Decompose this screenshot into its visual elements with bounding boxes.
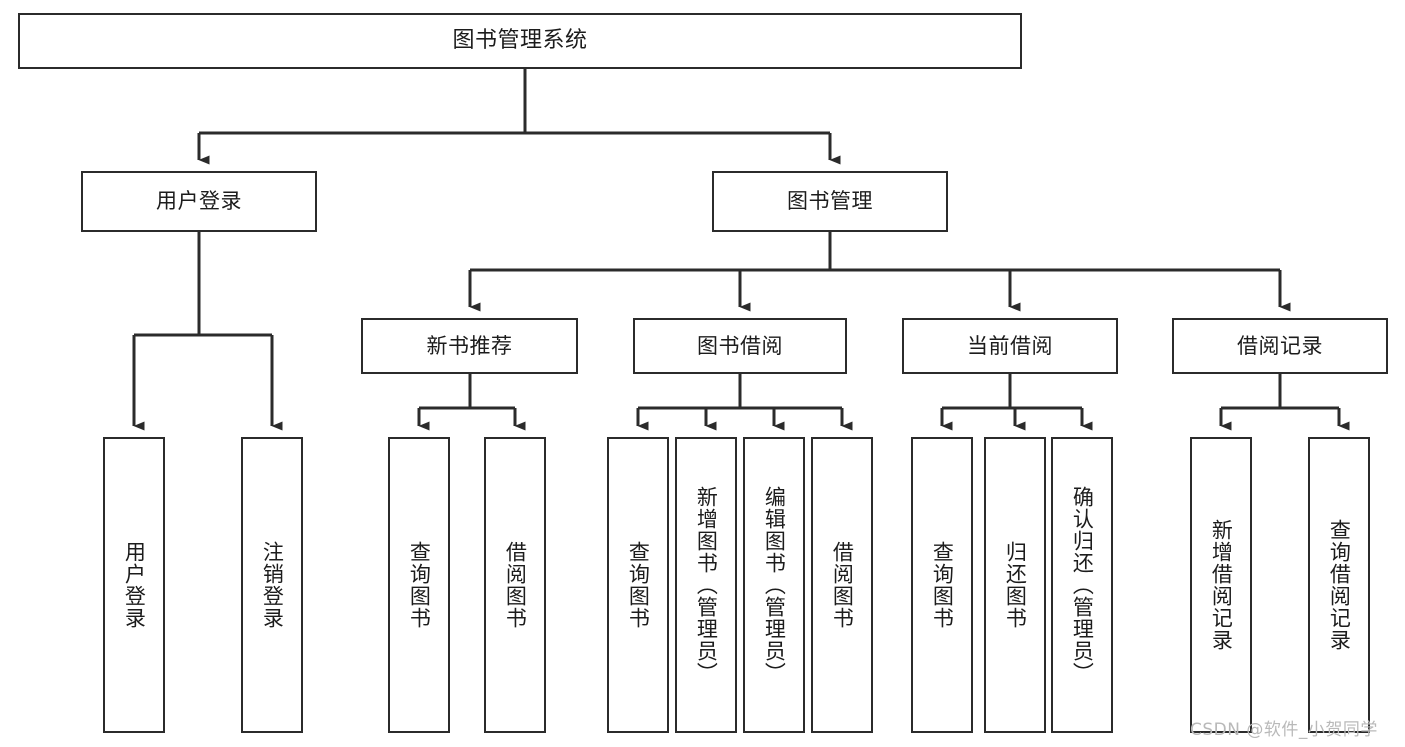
csdn-watermark: CSDN @软件_小贺同学 <box>1190 720 1378 740</box>
leaf-borrow-book[interactable]: 借阅图书 <box>811 437 873 733</box>
leaf-query-book-current-label: 查询图书 <box>930 541 955 629</box>
node-borrow-record[interactable]: 借阅记录 <box>1172 318 1388 374</box>
node-current-borrow-label: 当前借阅 <box>967 333 1053 358</box>
leaf-add-book-admin-label: 新增图书（管理员） <box>694 486 719 684</box>
node-borrow-record-label: 借阅记录 <box>1237 333 1323 358</box>
leaf-return-book-label: 归还图书 <box>1003 541 1028 629</box>
node-user-login-label: 用户登录 <box>156 189 242 214</box>
leaf-return-book[interactable]: 归还图书 <box>984 437 1046 733</box>
leaf-query-borrow-record-label: 查询借阅记录 <box>1327 519 1352 651</box>
leaf-confirm-return-admin[interactable]: 确认归还（管理员） <box>1051 437 1113 733</box>
leaf-add-book-admin[interactable]: 新增图书（管理员） <box>675 437 737 733</box>
leaf-user-logout-label: 注销登录 <box>260 541 285 629</box>
leaf-confirm-return-admin-label: 确认归还（管理员） <box>1070 486 1095 684</box>
leaf-query-book-borrow[interactable]: 查询图书 <box>607 437 669 733</box>
leaf-query-book-current[interactable]: 查询图书 <box>911 437 973 733</box>
leaf-user-login-label: 用户登录 <box>122 541 147 629</box>
node-new-book-recommend-label: 新书推荐 <box>426 333 513 358</box>
node-book-management[interactable]: 图书管理 <box>712 171 948 232</box>
node-current-borrow[interactable]: 当前借阅 <box>902 318 1118 374</box>
node-root-label: 图书管理系统 <box>452 28 588 54</box>
leaf-edit-book-admin[interactable]: 编辑图书（管理员） <box>743 437 805 733</box>
node-user-login[interactable]: 用户登录 <box>81 171 317 232</box>
leaf-add-borrow-record-label: 新增借阅记录 <box>1209 519 1234 651</box>
leaf-user-login[interactable]: 用户登录 <box>103 437 165 733</box>
leaf-edit-book-admin-label: 编辑图书（管理员） <box>762 486 787 684</box>
node-new-book-recommend[interactable]: 新书推荐 <box>361 318 578 374</box>
node-book-management-label: 图书管理 <box>787 189 873 214</box>
leaf-borrow-book-rec-label: 借阅图书 <box>503 541 528 629</box>
leaf-query-book-borrow-label: 查询图书 <box>626 541 651 629</box>
node-root[interactable]: 图书管理系统 <box>18 13 1022 69</box>
leaf-query-book-rec-label: 查询图书 <box>407 541 432 629</box>
leaf-borrow-book-label: 借阅图书 <box>830 541 855 629</box>
leaf-add-borrow-record[interactable]: 新增借阅记录 <box>1190 437 1252 733</box>
leaf-user-logout[interactable]: 注销登录 <box>241 437 303 733</box>
leaf-query-borrow-record[interactable]: 查询借阅记录 <box>1308 437 1370 733</box>
leaf-query-book-rec[interactable]: 查询图书 <box>388 437 450 733</box>
node-book-borrow-label: 图书借阅 <box>697 333 783 358</box>
leaf-borrow-book-rec[interactable]: 借阅图书 <box>484 437 546 733</box>
node-book-borrow[interactable]: 图书借阅 <box>633 318 847 374</box>
